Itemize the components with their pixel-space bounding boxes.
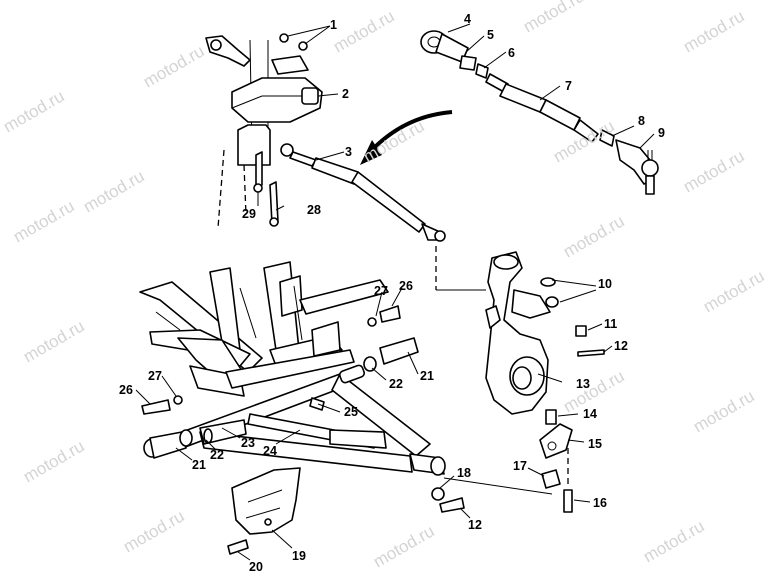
callout-9: 9 (658, 126, 665, 140)
callout-11: 11 (604, 317, 618, 331)
callout-22-lower: 22 (210, 448, 224, 462)
callout-27-right: 27 (374, 284, 388, 298)
callout-26-left: 26 (119, 383, 133, 397)
skid-plate (227, 467, 465, 555)
callout-25: 25 (344, 405, 358, 419)
callout-2: 2 (342, 87, 349, 101)
callout-16: 16 (593, 496, 607, 510)
callout-1: 1 (330, 18, 337, 32)
callout-24: 24 (263, 444, 277, 458)
adjustable-tie-rod (420, 30, 659, 195)
callout-23: 23 (241, 436, 255, 450)
direction-arrow (360, 110, 453, 165)
callout-21-upper: 21 (420, 369, 434, 383)
callout-13: 13 (576, 377, 590, 391)
callout-5: 5 (487, 28, 494, 42)
callout-20: 20 (249, 560, 263, 574)
callout-3: 3 (345, 145, 352, 159)
callout-6: 6 (508, 46, 515, 60)
callout-18: 18 (457, 466, 471, 480)
frame (139, 261, 389, 397)
callout-12-lower: 12 (468, 518, 482, 532)
callout-28: 28 (307, 203, 321, 217)
callout-17: 17 (513, 459, 527, 473)
steering-knuckle (436, 251, 551, 415)
callout-27-left: 27 (148, 369, 162, 383)
callout-14: 14 (583, 407, 597, 421)
knuckle-hardware (539, 277, 605, 513)
callout-4: 4 (464, 12, 471, 26)
callout-19: 19 (292, 549, 306, 563)
callout-12-upper: 12 (614, 339, 628, 353)
callout-22-upper: 22 (389, 377, 403, 391)
leader-lines (135, 23, 655, 561)
callout-29: 29 (242, 207, 256, 221)
callout-21-lower: 21 (192, 458, 206, 472)
callout-10: 10 (598, 277, 612, 291)
callout-26-right: 26 (399, 279, 413, 293)
callout-15: 15 (588, 437, 602, 451)
callout-7: 7 (565, 79, 572, 93)
tie-rod (280, 143, 446, 290)
a-arm (141, 305, 553, 501)
callout-8: 8 (638, 114, 645, 128)
steering-post (205, 33, 323, 229)
